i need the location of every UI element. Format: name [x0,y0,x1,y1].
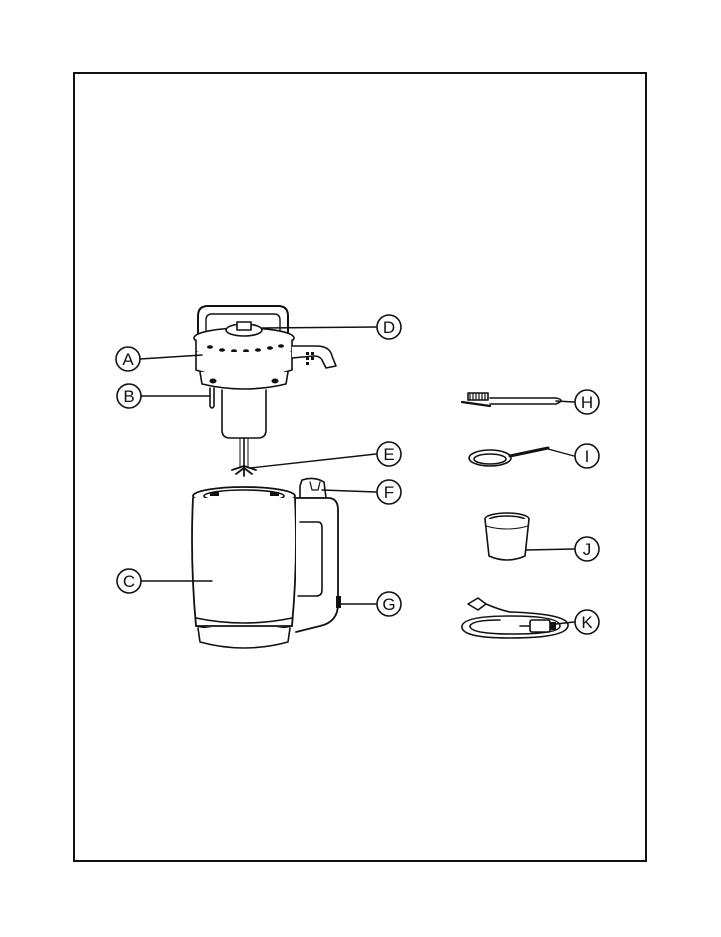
leader-H [556,401,574,402]
shaft-housing [222,390,266,438]
label-B-text: B [123,387,134,406]
lid-motor-unit [194,306,336,468]
label-G-text: G [382,595,395,614]
leader-F [322,490,376,492]
label-C: C [117,569,141,593]
measuring-cup [485,513,529,560]
label-E: E [377,442,401,466]
handle-button [336,596,341,608]
handle-latch [300,478,326,498]
label-K: K [575,610,599,634]
label-J-text: J [583,540,592,559]
label-I-text: I [585,447,590,466]
label-A: A [116,347,140,371]
handle [296,478,341,632]
leader-A [140,355,202,359]
label-E-text: E [383,445,394,464]
jug [192,487,296,648]
label-J: J [575,537,599,561]
leader-J [526,549,574,550]
label-D-text: D [383,318,395,337]
label-I: I [575,444,599,468]
label-F: F [377,480,401,504]
leader-E [250,454,376,468]
label-C-text: C [123,572,135,591]
handle-outer [296,498,338,632]
label-B: B [117,384,141,408]
label-markers: A B C D E F G H [116,315,599,634]
label-F-text: F [384,483,394,502]
label-H: H [575,390,599,414]
label-D: D [377,315,401,339]
label-G: G [377,592,401,616]
collar-vent-right [272,379,279,384]
collar-vent-left [210,379,217,384]
knob-cap [237,322,251,330]
label-A-text: A [122,350,134,369]
jug-base [198,628,290,648]
leader-I [548,449,574,456]
leader-D [262,327,376,328]
power-cord [462,598,568,638]
label-H-text: H [581,393,593,412]
cleaning-brush [462,393,561,406]
temperature-probe [210,388,214,408]
label-K-text: K [581,613,593,632]
jug-body [192,498,296,626]
spoon [469,448,548,466]
